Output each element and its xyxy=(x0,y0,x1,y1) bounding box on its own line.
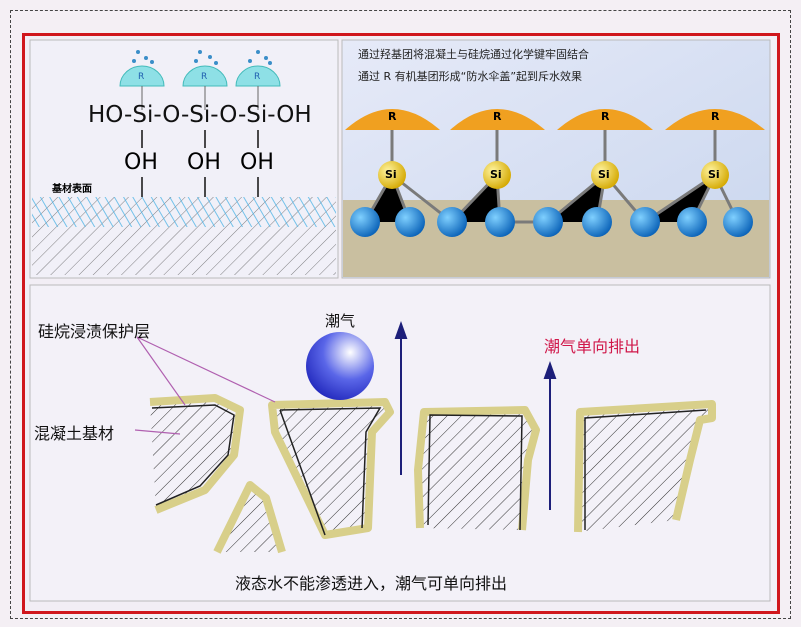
bond-lines xyxy=(141,130,259,197)
r-label-1: R xyxy=(388,110,397,123)
r-label-2: R xyxy=(493,110,502,123)
siloxane-formula: HO-Si-O-Si-O-Si-OH xyxy=(88,102,312,128)
moisture-label: 潮气 xyxy=(325,312,356,330)
r-label-3: R xyxy=(601,110,610,123)
exhaust-label: 潮气单向排出 xyxy=(544,337,641,356)
substrate-label: 混凝土基材 xyxy=(34,424,115,443)
o-atoms xyxy=(350,207,753,237)
umbrella-r-1: R xyxy=(138,72,145,82)
r-label-4: R xyxy=(711,110,720,123)
coating-label: 硅烷浸渍保护层 xyxy=(38,322,151,341)
umbrella-r-2: R xyxy=(201,72,208,82)
surface-label: 基材表面 xyxy=(52,184,92,195)
pointer-arrows xyxy=(134,336,276,435)
concrete-outlines xyxy=(151,404,707,536)
dashed-border xyxy=(10,10,791,619)
si-label-1: Si xyxy=(385,168,397,181)
right-caption-2: 通过 R 有机基团形成“防水伞盖”起到斥水效果 xyxy=(358,70,583,83)
concrete-pieces xyxy=(149,394,716,554)
substrate-blue-layer xyxy=(32,197,336,227)
si-label-4: Si xyxy=(708,168,720,181)
umbrella-r-3: R xyxy=(254,72,261,82)
right-caption-1: 通过羟基团将混凝土与硅烷通过化学键牢固结合 xyxy=(358,48,589,61)
oh-group-3: OH xyxy=(240,150,274,175)
umbrella-icons xyxy=(119,50,281,110)
si-atoms xyxy=(378,161,729,189)
si-label-3: Si xyxy=(598,168,610,181)
oh-group-1: OH xyxy=(124,150,158,175)
moisture-arrows xyxy=(394,321,557,510)
si-label-2: Si xyxy=(490,168,502,181)
orange-umbrellas xyxy=(345,109,765,130)
bottom-caption: 液态水不能渗透进入，潮气可单向排出 xyxy=(235,574,508,593)
moisture-droplet xyxy=(306,332,374,400)
oh-group-2: OH xyxy=(187,150,221,175)
